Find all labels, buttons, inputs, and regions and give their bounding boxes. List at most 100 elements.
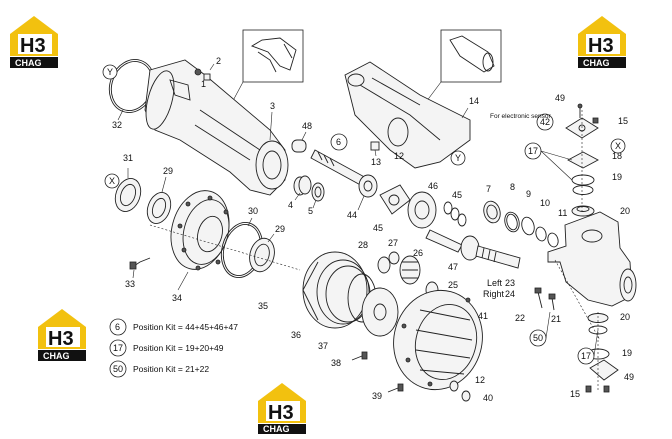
callout-33: 33 — [125, 279, 135, 289]
leader-line — [545, 311, 551, 339]
brand-logo-bottom: H3 CHAG — [258, 383, 306, 434]
callout-29: 29 — [163, 166, 173, 176]
callout-21: 21 — [551, 314, 561, 324]
part-47-pinion — [425, 229, 480, 261]
inset-axle-housing-right — [419, 29, 502, 111]
logo-main-text: H3 — [268, 402, 294, 424]
part-26-planet-gear — [399, 255, 421, 285]
callout-34: 34 — [172, 293, 182, 303]
callout-2: 2 — [216, 56, 221, 66]
callout-19: 19 — [622, 348, 632, 358]
callout-45: 45 — [452, 190, 462, 200]
callout-11: 11 — [558, 208, 567, 218]
part-39-screw — [387, 383, 404, 393]
part-10-ring — [535, 226, 547, 242]
part-29-bearing-right — [249, 233, 275, 273]
callout-44: 44 — [347, 210, 357, 220]
part-23-24-steering-knuckle — [547, 211, 637, 307]
callout-10: 10 — [540, 198, 550, 208]
part-31-seal — [114, 168, 142, 212]
part-drive-shaft — [475, 245, 521, 269]
callout-22: 22 — [515, 313, 525, 323]
callout-19: 19 — [612, 172, 622, 182]
callout-23: 23 — [505, 278, 515, 288]
brand-logo-top-right: H3 CHAG — [578, 16, 626, 68]
callout-12: 12 — [394, 151, 404, 161]
left-label: Left — [487, 278, 503, 288]
part-11-ring — [547, 232, 559, 248]
callout-39: 39 — [372, 391, 382, 401]
callout-32: 32 — [112, 120, 122, 130]
callout-x: X — [615, 141, 621, 151]
callout-17: 17 — [581, 351, 591, 361]
legend-text: Position Kit = 44+45+46+47 — [133, 322, 238, 332]
part-14-differential-carrier — [344, 61, 471, 169]
part-33-wheel-bolt — [129, 257, 151, 279]
legend-text: Position Kit = 19+20+49 — [133, 343, 224, 353]
callout-8: 8 — [510, 182, 515, 192]
callout-25: 25 — [448, 280, 458, 290]
legend-badge: 17 — [113, 343, 123, 353]
part-34-wheel-hub — [170, 190, 230, 291]
logo-sub-text: CHAG — [15, 58, 42, 68]
part-9-ring — [521, 216, 535, 236]
part-spider — [379, 184, 411, 215]
callout-12: 12 — [475, 375, 485, 385]
callout-14: 14 — [469, 96, 479, 106]
logo-main-text: H3 — [48, 328, 74, 350]
legend-row-2: 17 Position Kit = 19+20+49 — [109, 339, 224, 357]
legend-text: Position Kit = 21+22 — [133, 364, 209, 374]
callout-1: 1 — [201, 79, 206, 89]
legend: 6 Position Kit = 44+45+46+47 17 Position… — [109, 318, 238, 378]
logo-main-text: H3 — [20, 35, 46, 57]
part-49-top-bolt — [577, 103, 583, 118]
part-3-axle-housing — [144, 59, 289, 196]
right-label: Right — [483, 289, 505, 299]
part-44-side-gear — [357, 174, 378, 211]
callout-30: 30 — [248, 206, 258, 216]
callout-9: 9 — [526, 189, 531, 199]
callout-41: 41 — [478, 311, 488, 321]
inset-axle-housing-left — [227, 29, 304, 111]
part-37-sun-plate — [361, 287, 399, 337]
part-1-2-breather — [194, 63, 215, 81]
callout-13: 13 — [371, 157, 381, 167]
callout-49: 49 — [555, 93, 565, 103]
callout-7: 7 — [486, 184, 491, 194]
leader-line — [540, 150, 573, 181]
logo-main-text: H3 — [588, 35, 614, 57]
callout-37: 37 — [318, 341, 328, 351]
part-20-bearing — [571, 205, 595, 217]
callout-5: 5 — [308, 206, 313, 216]
part-35-ring-gear — [302, 251, 371, 329]
legend-badge: 50 — [113, 364, 123, 374]
callout-17: 17 — [528, 146, 538, 156]
callout-24: 24 — [505, 289, 515, 299]
circled-callouts: 6 42 17 17 50 Y Y X X — [102, 64, 626, 365]
part-7-ring — [483, 200, 501, 224]
callout-27: 27 — [388, 238, 398, 248]
callout-28: 28 — [358, 240, 368, 250]
brand-logo-mid-left: H3 CHAG — [38, 309, 86, 361]
part-45-washers — [443, 201, 467, 227]
part-4-bushing — [293, 175, 312, 201]
part-29-bearing-left — [146, 176, 172, 224]
callout-35: 35 — [258, 301, 268, 311]
callout-20: 20 — [620, 312, 630, 322]
part-13-fitting — [370, 141, 380, 157]
logo-sub-text: CHAG — [583, 58, 610, 68]
callout-29: 29 — [275, 224, 285, 234]
logo-sub-text: CHAG — [263, 424, 290, 434]
legend-row-1: 6 Position Kit = 44+45+46+47 — [109, 318, 238, 336]
callout-40: 40 — [483, 393, 493, 403]
callout-45: 45 — [373, 223, 383, 233]
callout-42: 42 — [540, 117, 550, 127]
callout-y: Y — [455, 153, 461, 163]
legend-badge: 6 — [115, 322, 120, 332]
part-41-hub-cover — [393, 289, 483, 391]
callout-4: 4 — [288, 200, 293, 210]
leader-line — [540, 150, 573, 161]
callout-15: 15 — [618, 116, 628, 126]
part-12-40-plugs — [449, 380, 471, 402]
